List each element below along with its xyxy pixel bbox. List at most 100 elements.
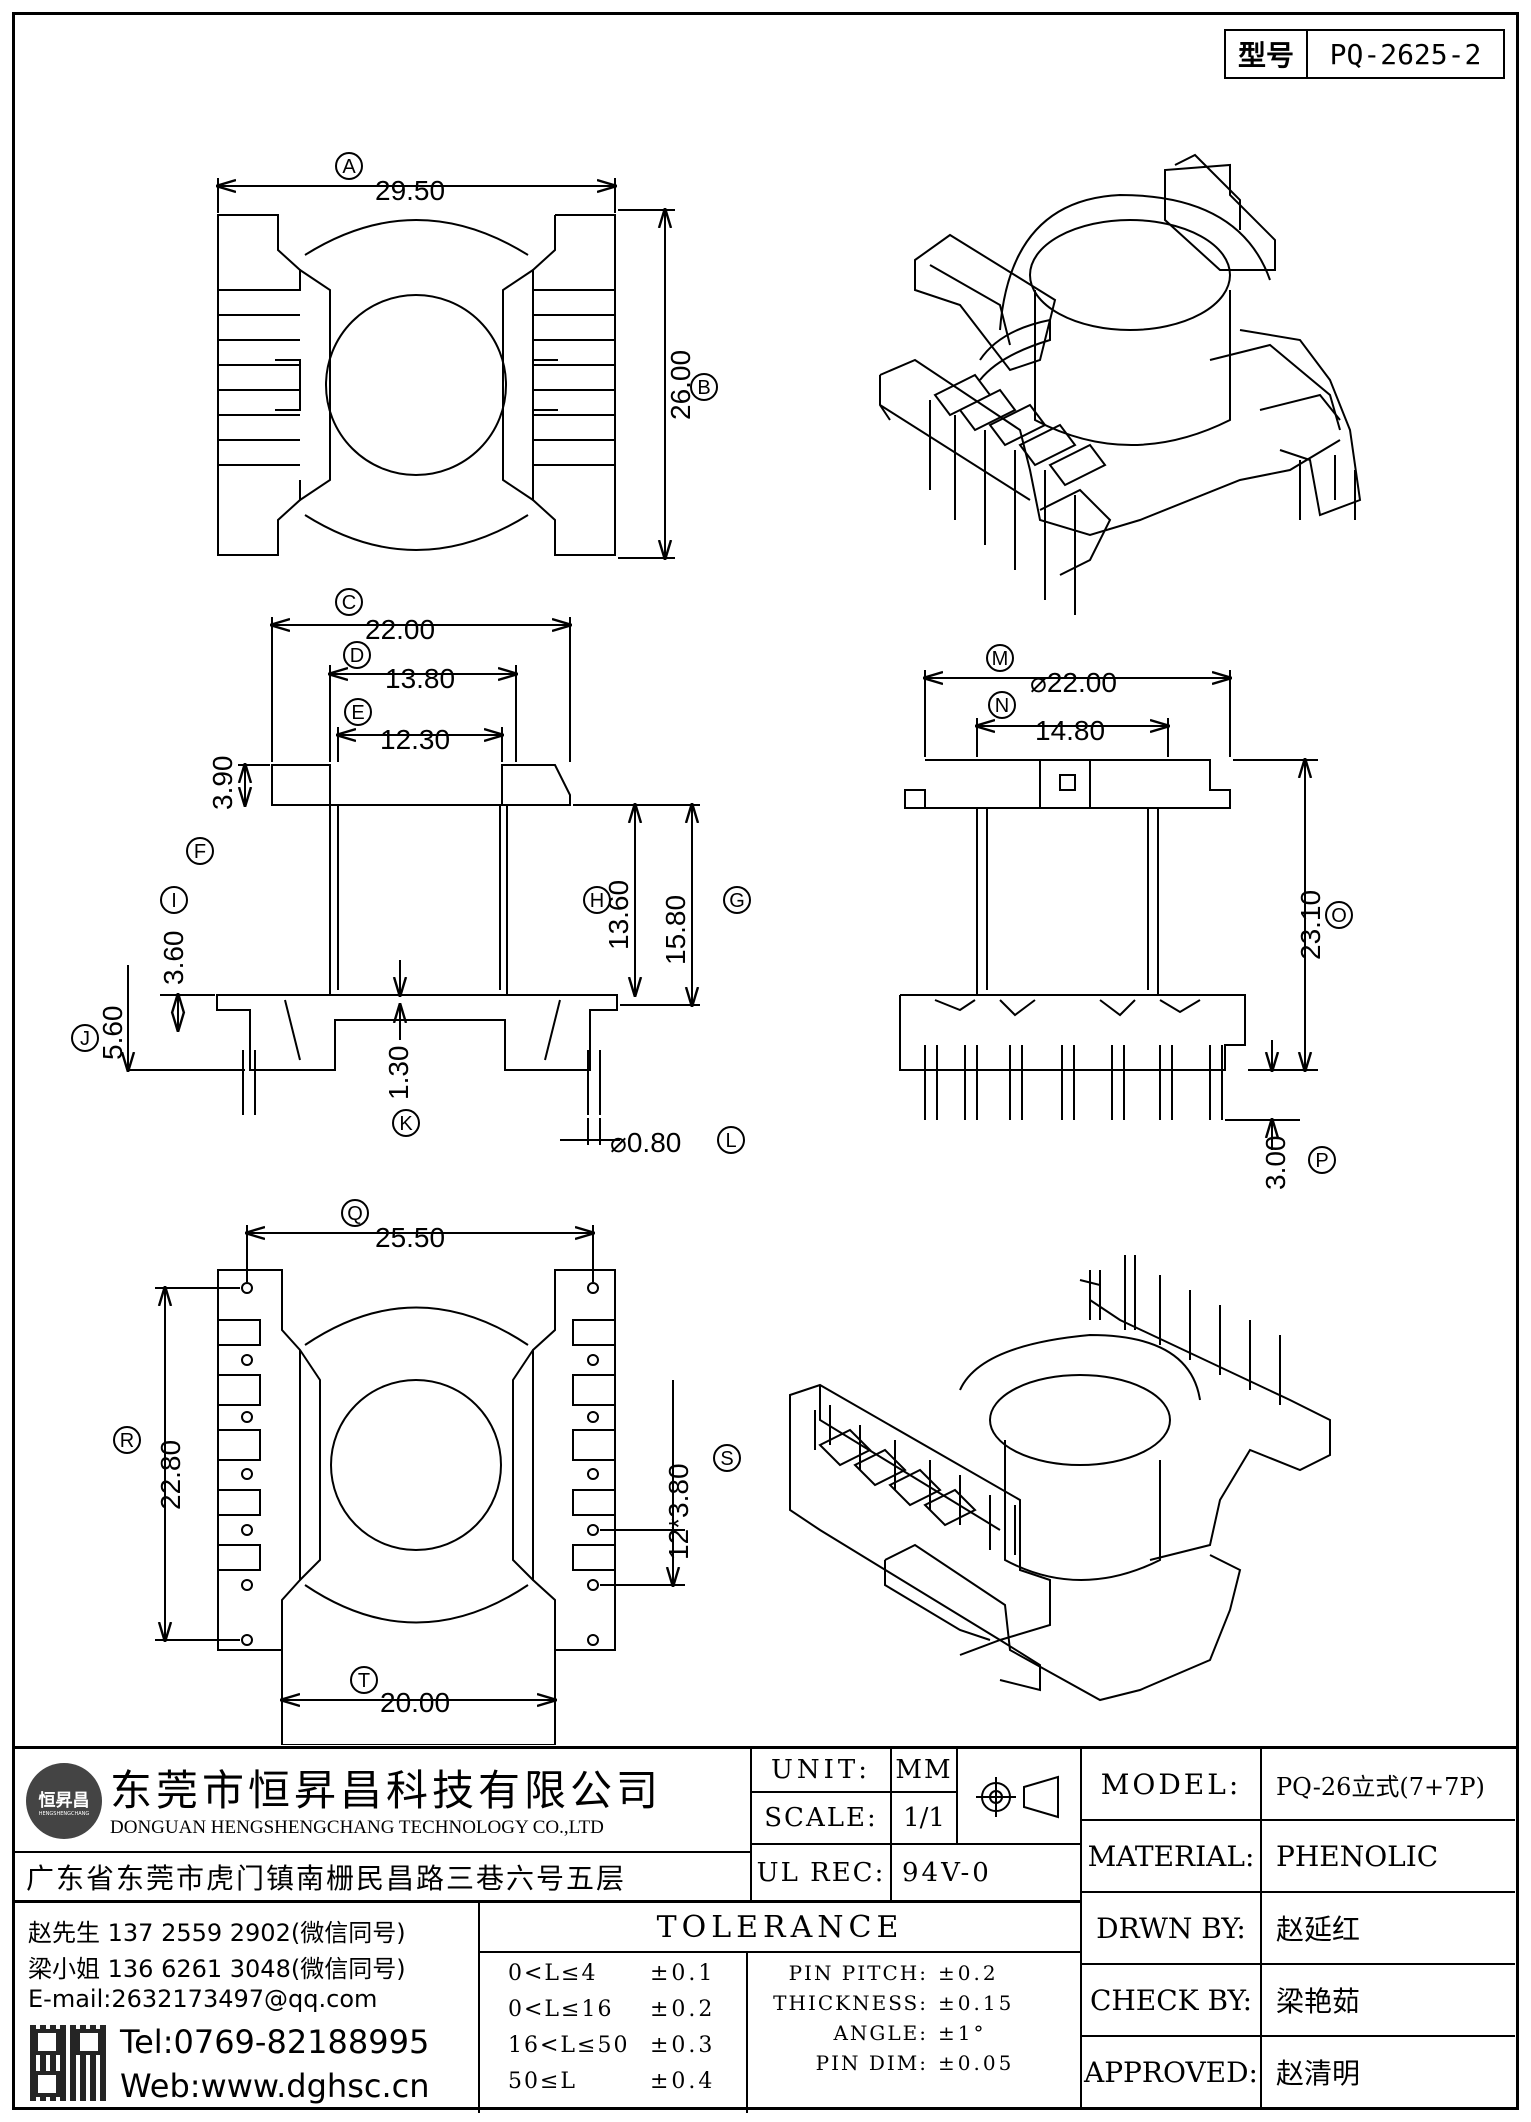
dim-label-K: K bbox=[392, 1109, 420, 1137]
dim-label-A: A bbox=[335, 152, 363, 180]
dim-value-H: 13.60 bbox=[603, 880, 634, 950]
dim-label-J: J bbox=[71, 1024, 99, 1052]
dim-label-P: P bbox=[1308, 1146, 1336, 1174]
tol-extra-label-2: THICKNESS: bbox=[773, 1991, 928, 2015]
contact-tel: Tel:0769-82188995 bbox=[120, 2023, 430, 2061]
dim-value-L: ⌀0.80 bbox=[610, 1127, 681, 1158]
dim-value-M: ⌀22.00 bbox=[1030, 667, 1117, 698]
tol-extra-value-3: ±1° bbox=[938, 2021, 987, 2045]
contact-block: 赵先生 137 2559 2902(微信同号) 梁小姐 136 6261 304… bbox=[12, 1903, 480, 2113]
svg-text:A: A bbox=[342, 156, 356, 178]
tol-range-3: 16<L≤50 bbox=[508, 2033, 630, 2058]
tol-extra-label-1: PIN PITCH: bbox=[788, 1961, 928, 1985]
tol-value-2: ±0.2 bbox=[650, 1997, 716, 2022]
info-check-value: 梁艳茹 bbox=[1262, 1965, 1515, 2037]
dim-label-L: L bbox=[717, 1126, 745, 1154]
tol-value-1: ±0.1 bbox=[650, 1961, 716, 1986]
info-drawn-label: DRWN BY: bbox=[1082, 1893, 1262, 1965]
qr-code bbox=[30, 2025, 106, 2101]
svg-text:G: G bbox=[729, 890, 745, 912]
tol-extra-value-2: ±0.15 bbox=[938, 1991, 1015, 2015]
company-logo: 恒昇昌 HENGSHENGCHANG bbox=[26, 1763, 102, 1839]
company-name-en: DONGUAN HENGSHENGCHANG TECHNOLOGY CO.,LT… bbox=[110, 1817, 604, 1838]
logo-subtext: HENGSHENGCHANG bbox=[38, 1810, 90, 1817]
dim-label-D: D bbox=[343, 641, 371, 669]
tol-extra-label-4: PIN DIM: bbox=[815, 2051, 928, 2075]
info-model-value: PQ-26立式(7+7P) bbox=[1262, 1749, 1515, 1821]
company-address: 广东省东莞市虎门镇南栅民昌路三巷六号五层 bbox=[12, 1853, 752, 1903]
dim-label-M: M bbox=[986, 644, 1014, 672]
ulrec-value: 94V-0 bbox=[902, 1857, 992, 1888]
iso-view-bottom bbox=[789, 1255, 1331, 1702]
title-block: 恒昇昌 HENGSHENGCHANG 东莞市恒昇昌科技有限公司 DONGUAN … bbox=[12, 1746, 1519, 2113]
ulrec-label: UL REC: bbox=[752, 1845, 892, 1900]
dim-value-J: 5.60 bbox=[97, 1006, 128, 1061]
dim-value-S: 12*3.80 bbox=[663, 1463, 694, 1560]
top-view bbox=[217, 214, 616, 556]
dim-value-O: 23.10 bbox=[1295, 890, 1326, 960]
technical-drawing: 29.50 26.00 22.00 13.80 12.30 3.90 15.80… bbox=[71, 152, 1362, 1745]
info-material-label: MATERIAL: bbox=[1082, 1821, 1262, 1893]
svg-text:O: O bbox=[1331, 905, 1347, 927]
svg-text:F: F bbox=[194, 841, 206, 863]
svg-text:I: I bbox=[171, 890, 177, 912]
dim-value-R: 22.80 bbox=[155, 1440, 186, 1510]
dim-label-B: B bbox=[690, 373, 718, 401]
model-header-box: 型号 PQ-2625-2 bbox=[1224, 29, 1505, 79]
dim-label-G: G bbox=[723, 886, 751, 914]
model-header-value: PQ-2625-2 bbox=[1329, 37, 1482, 71]
tolerance-block: TOLERANCE 0<L≤4 ±0.1 0<L≤16 ±0.2 16<L≤50… bbox=[480, 1903, 1080, 2113]
dim-label-O: O bbox=[1325, 901, 1353, 929]
dim-label-Q: Q bbox=[341, 1199, 369, 1227]
dim-value-Q: 25.50 bbox=[375, 1222, 445, 1253]
svg-text:Q: Q bbox=[347, 1203, 363, 1225]
dim-label-T: T bbox=[350, 1666, 378, 1694]
svg-text:N: N bbox=[995, 695, 1009, 717]
drawing-frame bbox=[12, 12, 1519, 2110]
dim-value-E: 12.30 bbox=[380, 724, 450, 755]
svg-text:R: R bbox=[120, 1430, 134, 1452]
scale-label: SCALE: bbox=[752, 1793, 892, 1845]
info-material-value: PHENOLIC bbox=[1262, 1821, 1515, 1893]
svg-text:S: S bbox=[720, 1448, 733, 1470]
dim-label-F: F bbox=[186, 837, 214, 865]
side-view bbox=[899, 759, 1246, 1120]
tolerance-table: 0<L≤4 ±0.1 0<L≤16 ±0.2 16<L≤50 ±0.3 50≤L… bbox=[480, 1953, 748, 2113]
dim-label-S: S bbox=[713, 1444, 741, 1472]
tolerance-extras: PIN PITCH: ±0.2 THICKNESS: ±0.15 ANGLE: … bbox=[748, 1953, 1080, 2113]
contact-email: E-mail:2632173497@qq.com bbox=[28, 1985, 378, 2013]
info-check-label: CHECK BY: bbox=[1082, 1965, 1262, 2037]
logo-text: 恒昇昌 bbox=[38, 1790, 90, 1811]
dim-label-H: H bbox=[583, 886, 611, 914]
tol-range-2: 0<L≤16 bbox=[508, 1997, 614, 2022]
projection-symbol bbox=[958, 1749, 1080, 1845]
svg-text:K: K bbox=[399, 1113, 413, 1135]
spec-block: UNIT: MM SCALE: 1/1 UL REC: 94V-0 bbox=[752, 1749, 1080, 1903]
dim-label-C: C bbox=[335, 588, 363, 616]
unit-value: MM bbox=[892, 1749, 958, 1793]
dim-value-A: 29.50 bbox=[375, 175, 445, 206]
info-model-label: MODEL: bbox=[1082, 1749, 1262, 1821]
contact-web: Web:www.dghsc.cn bbox=[120, 2067, 430, 2105]
info-approved-label: APPROVED: bbox=[1082, 2037, 1262, 2107]
dim-label-N: N bbox=[988, 691, 1016, 719]
svg-text:E: E bbox=[351, 702, 364, 724]
svg-text:M: M bbox=[992, 648, 1009, 670]
tol-range-1: 0<L≤4 bbox=[508, 1961, 598, 1986]
tol-range-4: 50≤L bbox=[508, 2069, 578, 2094]
front-view bbox=[216, 764, 618, 1115]
unit-label: UNIT: bbox=[752, 1749, 892, 1793]
dim-value-D: 13.80 bbox=[385, 663, 455, 694]
tolerance-title: TOLERANCE bbox=[480, 1903, 1080, 1953]
bottom-view bbox=[217, 1269, 616, 1745]
model-header-label: 型号 bbox=[1226, 31, 1308, 77]
dim-label-R: R bbox=[113, 1426, 141, 1454]
tol-extra-value-1: ±0.2 bbox=[938, 1961, 999, 1985]
iso-view-top bbox=[879, 153, 1362, 615]
svg-text:D: D bbox=[350, 645, 364, 667]
dim-value-N: 14.80 bbox=[1035, 715, 1105, 746]
info-table: MODEL: PQ-26立式(7+7P) MATERIAL: PHENOLIC … bbox=[1080, 1749, 1515, 2107]
dim-label-I: I bbox=[160, 886, 188, 914]
info-approved-value: 赵清明 bbox=[1276, 2057, 1361, 2090]
svg-text:P: P bbox=[1315, 1150, 1328, 1172]
